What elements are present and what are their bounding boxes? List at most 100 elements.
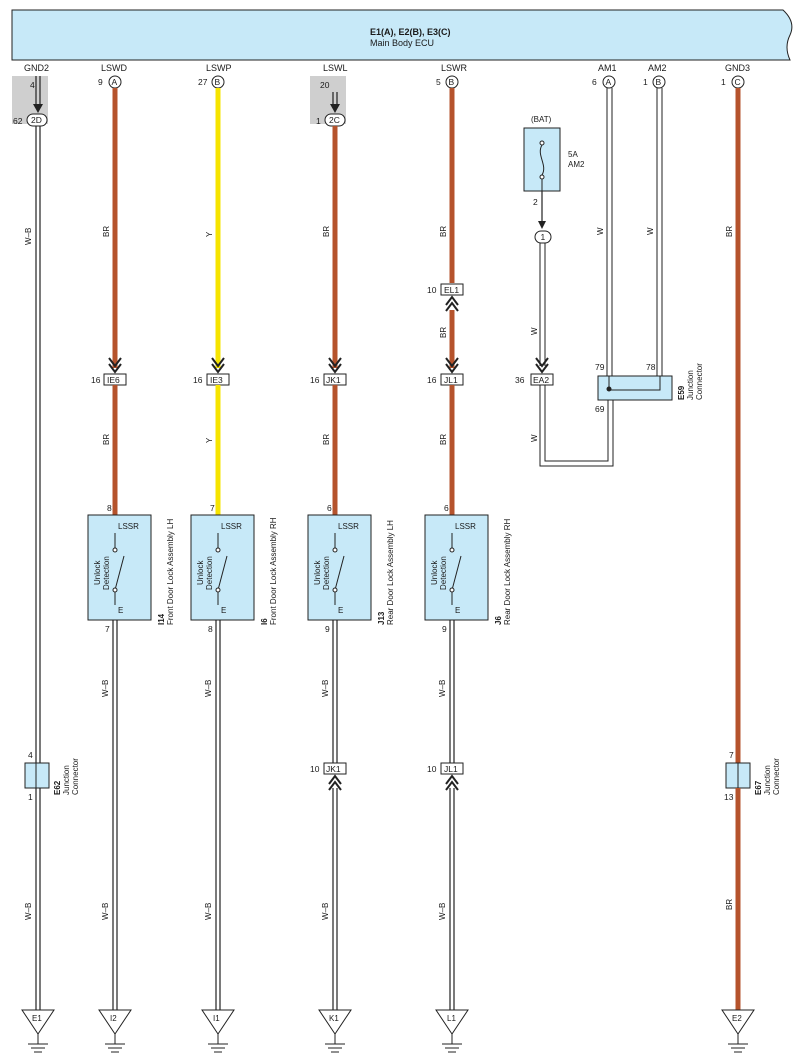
fuse-name: AM2 [568, 160, 585, 169]
j13-pin-top: 6 [327, 503, 332, 513]
e59-pin-c: 69 [595, 404, 605, 414]
terminal-gnd2: GND2 [24, 63, 49, 73]
i6-term-top: LSSR [221, 522, 242, 531]
gnd2-wire-color: W–B [24, 228, 33, 245]
ground-l1: L1 [435, 1009, 469, 1053]
switch-i6 [190, 514, 255, 621]
lswd-color-lower1: W–B [101, 680, 110, 697]
i6-code: I6 [260, 618, 269, 625]
fuse-rating: 5A [568, 150, 578, 159]
e59-type2: Connector [695, 363, 704, 400]
lswr-color-el1: BR [439, 327, 448, 338]
switch-j6 [424, 514, 489, 621]
bat-label: (BAT) [531, 115, 552, 124]
ecu-body [11, 9, 793, 61]
connector-ea2 [530, 373, 554, 386]
ea2-name: EA2 [533, 375, 549, 385]
splice-1 [534, 230, 552, 244]
i14-code: I14 [157, 613, 166, 625]
j6-pin-top: 6 [444, 503, 449, 513]
bat-lower-color: W [530, 434, 539, 442]
e62-type2: Connector [71, 758, 80, 795]
terminal-lswr: LSWR [441, 63, 468, 73]
ie6-name: IE6 [107, 375, 120, 385]
ground-i2-label: I2 [110, 1014, 117, 1023]
j13-term-top: LSSR [338, 522, 359, 531]
ie6-pin: 16 [91, 375, 101, 385]
j13-code: J13 [377, 611, 386, 625]
i14-inner2: Detection [102, 556, 111, 590]
lswp-color-upper: Y [205, 231, 214, 237]
junction-2c-pin: 1 [316, 116, 321, 126]
lswl-color-lower2: W–B [321, 903, 330, 920]
gnd3-color-lower: BR [725, 899, 734, 910]
e59-type1: Junction [686, 370, 695, 400]
ie3-pin: 16 [193, 375, 203, 385]
am2-conn: B [656, 77, 662, 87]
gnd2-arrow [33, 104, 43, 113]
jl1-top-pin: 16 [427, 375, 437, 385]
lswl-color-mid: BR [322, 434, 331, 445]
j13-inner2: Detection [322, 556, 331, 590]
ie3-name: IE3 [210, 375, 223, 385]
i6-inner1: Unlock [196, 560, 205, 585]
switch-j13 [307, 514, 372, 621]
ecu-code: E1(A), E2(B), E3(C) [370, 27, 451, 37]
gnd2-pin: 4 [30, 80, 35, 90]
lswd-pin: 9 [98, 77, 103, 87]
bat-wire-color: W [530, 327, 539, 335]
el1-pin: 10 [427, 285, 437, 295]
jl1-bottom-pin: 10 [427, 764, 437, 774]
junction-2c-label: 2C [329, 115, 340, 125]
splice-label: 1 [541, 232, 546, 242]
j6-inner1: Unlock [430, 560, 439, 585]
terminal-lswd: LSWD [101, 63, 128, 73]
e67-pin-top: 7 [729, 750, 734, 760]
terminal-lswp: LSWP [206, 63, 232, 73]
e62-code: E62 [53, 780, 62, 795]
i6-inner2: Detection [205, 556, 214, 590]
j13-inner1: Unlock [313, 560, 322, 585]
am2-wire-color: W [646, 227, 655, 235]
gnd3-conn: C [735, 77, 741, 87]
e67-type2: Connector [772, 758, 781, 795]
i14-term-bottom: E [118, 606, 123, 615]
jl1-top-name: JL1 [444, 375, 458, 385]
i6-name: Front Door Lock Assembly RH [269, 517, 278, 625]
ground-e2-label: E2 [732, 1014, 742, 1023]
i14-pin-bottom: 7 [105, 624, 110, 634]
terminal-lswl: LSWL [323, 63, 348, 73]
lswr-color-mid: BR [439, 434, 448, 445]
i6-term-bottom: E [221, 606, 226, 615]
j6-term-top: LSSR [455, 522, 476, 531]
am1-pin: 6 [592, 77, 597, 87]
i14-inner1: Unlock [93, 560, 102, 585]
e67-pin-bottom: 13 [724, 792, 734, 802]
terminal-am2: AM2 [648, 63, 667, 73]
switch-i14 [87, 514, 152, 621]
i6-pin-bottom: 8 [208, 624, 213, 634]
lswp-conn: B [215, 77, 221, 87]
lswl-arrow [330, 104, 340, 113]
lswp-pin: 27 [198, 77, 208, 87]
j13-term-bottom: E [338, 606, 343, 615]
jk1-top-name: JK1 [326, 375, 341, 385]
jl1-bottom-name: JL1 [444, 764, 458, 774]
lswr-color-upper: BR [439, 226, 448, 237]
lswr-color-lower2: W–B [438, 903, 447, 920]
j13-name: Rear Door Lock Assembly LH [386, 520, 395, 625]
j6-code: J6 [494, 616, 503, 625]
jk1-top-pin: 16 [310, 375, 320, 385]
ground-e1-label: E1 [32, 1014, 42, 1023]
ground-i1-label: I1 [213, 1014, 220, 1023]
connector-jl1-bottom [440, 762, 464, 775]
e62-pin-top: 4 [28, 750, 33, 760]
ground-e2: E2 [721, 1009, 755, 1053]
junction-2d-pin: 62 [13, 116, 23, 126]
e59-pin-b: 78 [646, 362, 656, 372]
ea2-pin: 36 [515, 375, 525, 385]
gnd3-pin: 1 [721, 77, 726, 87]
junction-2d-label: 2D [31, 115, 42, 125]
lswp-color-lower1: W–B [204, 680, 213, 697]
